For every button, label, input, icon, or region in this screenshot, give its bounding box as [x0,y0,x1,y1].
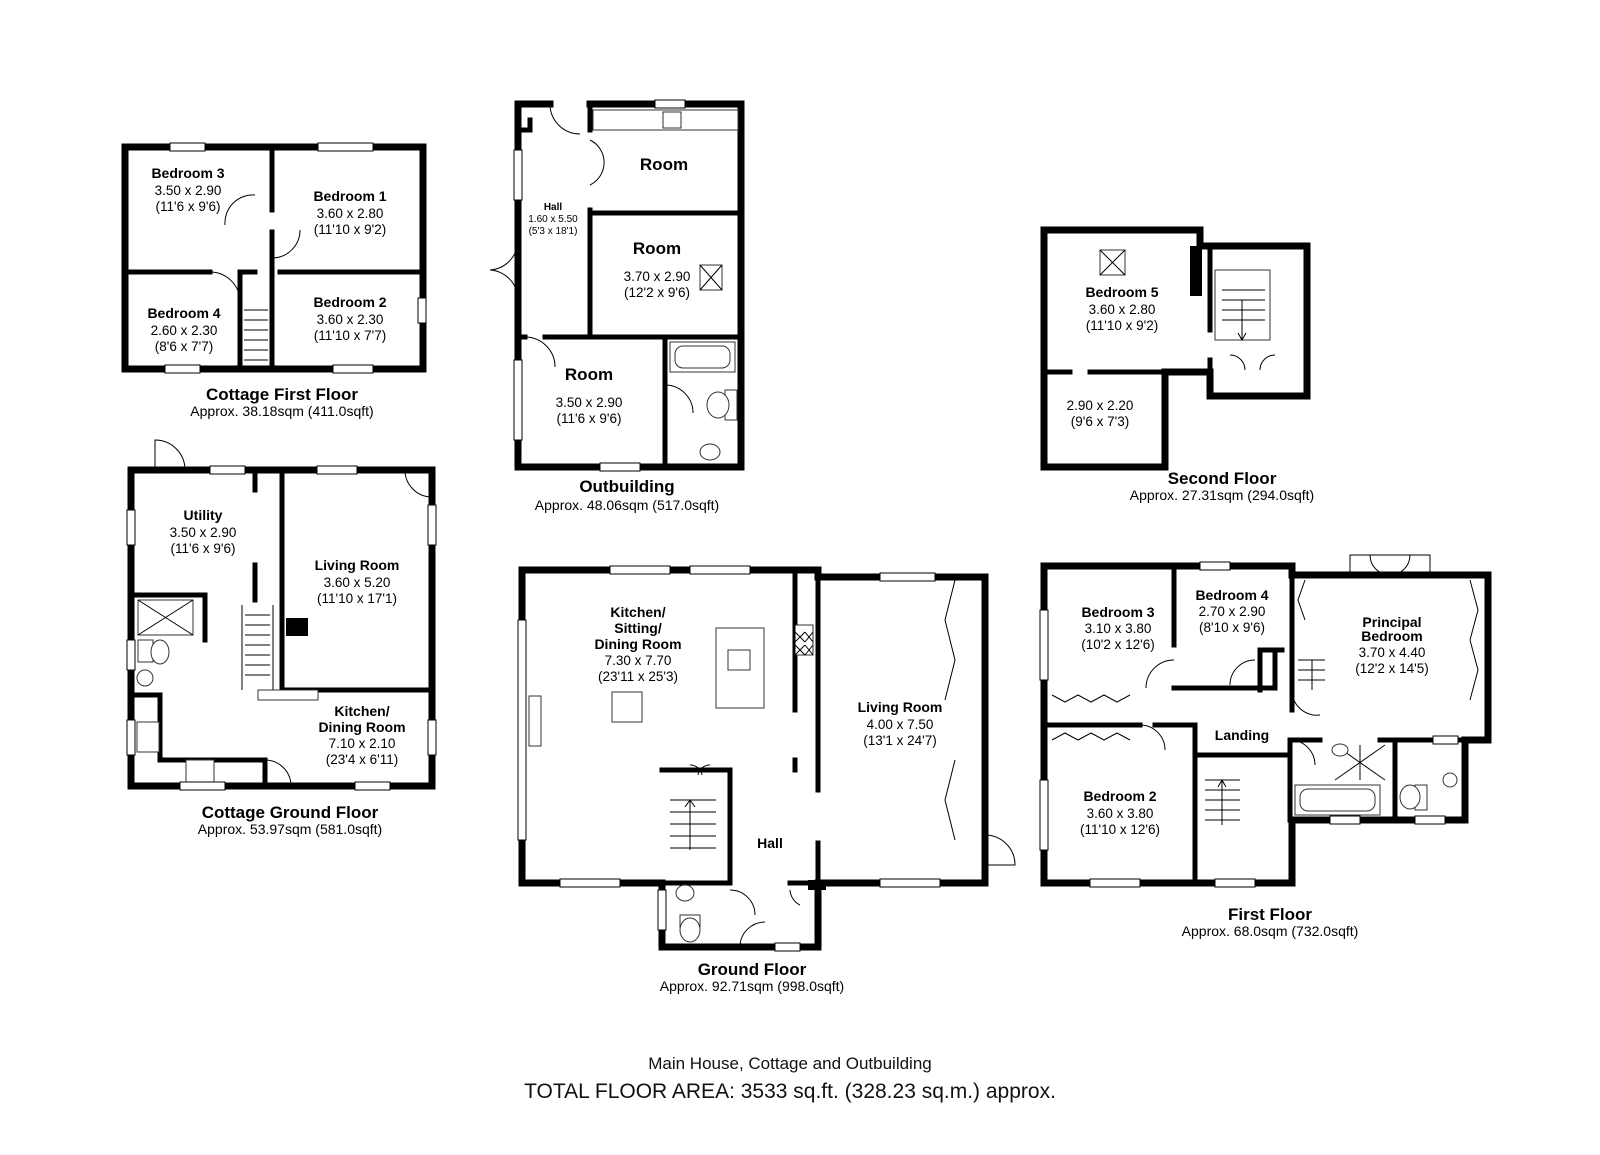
room-dim-m: 3.50 x 2.90 [556,395,623,410]
room-dim-ft: (11'10 x 9'2) [314,222,386,237]
plan-second-floor: Bedroom 5 3.60 x 2.80 (11'10 x 9'2) 2.90… [1040,226,1314,503]
plan-cottage-first-floor: Bedroom 3 3.50 x 2.90 (11'6 x 9'6) Bedro… [121,142,427,419]
room-dim-m: 3.50 x 2.90 [170,525,237,540]
room-dim-ft: (11'6 x 9'6) [156,199,221,214]
room-dim-m: 3.50 x 2.90 [155,183,222,198]
room-name: Bedroom 5 [1085,284,1158,300]
room-name-line2: Dining Room [318,719,405,735]
room-name: Utility [184,507,223,523]
room-dim-m: 2.60 x 2.30 [151,323,218,338]
room-name: Hall [544,202,563,213]
room-dim-m: 7.10 x 2.10 [329,736,396,751]
room-name: Principal [1362,614,1421,630]
room-dim-ft: (9'6 x 7'3) [1071,414,1129,429]
room-name: Landing [1215,727,1269,743]
room-name: Bedroom 1 [313,188,386,204]
room-dim-ft: (8'10 x 9'6) [1199,620,1265,635]
room-name: Living Room [858,699,943,715]
room-name: Living Room [315,557,400,573]
room-dim-ft: (10'2 x 12'6) [1081,637,1154,652]
room-name: Room [640,155,688,174]
room-name: Bedroom 2 [313,294,386,310]
floor-title: Second Floor [1168,469,1277,488]
plan-cottage-ground-floor: Utility 3.50 x 2.90 (11'6 x 9'6) Living … [126,439,437,837]
footer-total-area: TOTAL FLOOR AREA: 3533 sq.ft. (328.23 sq… [524,1080,1056,1103]
room-dim-ft: (23'4 x 6'11) [326,752,398,767]
room-dim-ft: (12'2 x 9'6) [624,285,690,300]
room-dim-m: 3.10 x 3.80 [1085,621,1152,636]
floor-area: Approx. 27.31sqm (294.0sqft) [1130,487,1314,503]
room-name-line2: Sitting/ [614,620,662,636]
room-dim-m: 4.00 x 7.50 [867,717,934,732]
room-dim-m: 3.60 x 2.30 [317,312,384,327]
floor-area: Approx. 48.06sqm (517.0sqft) [535,497,719,513]
room-name-line2: Bedroom [1361,628,1422,644]
floor-area: Approx. 92.71sqm (998.0sqft) [660,978,844,994]
plan-outbuilding: Room Room 3.70 x 2.90 (12'2 x 9'6) Room … [489,99,745,513]
footer-subtitle: Main House, Cottage and Outbuilding [648,1054,932,1073]
room-dim-m: 3.60 x 2.80 [317,206,384,221]
room-dim-m: 2.90 x 2.20 [1067,398,1134,413]
room-name: Room [565,365,613,384]
plan-first-floor: Bedroom 3 3.10 x 3.80 (10'2 x 12'6) Bedr… [1039,554,1492,939]
floor-area: Approx. 38.18sqm (411.0sqft) [190,403,373,419]
room-dim-ft: (8'6 x 7'7) [155,339,213,354]
floor-title: Cottage Ground Floor [202,803,379,822]
floor-area: Approx. 53.97sqm (581.0sqft) [198,821,382,837]
room-name: Bedroom 4 [1195,587,1268,603]
room-dim-ft: (13'1 x 24'7) [863,733,936,748]
plan-ground-floor: Kitchen/ Sitting/ Dining Room 7.30 x 7.7… [517,565,1016,994]
floor-title: First Floor [1228,905,1312,924]
room-name: Bedroom 2 [1083,788,1156,804]
floor-title: Outbuilding [579,477,674,496]
room-dim-m: 7.30 x 7.70 [605,653,672,668]
room-dim-m: 3.70 x 2.90 [624,269,691,284]
room-name: Kitchen/ [610,604,665,620]
floor-title: Ground Floor [698,960,807,979]
room-name: Bedroom 3 [1081,604,1154,620]
room-dim-m: 3.60 x 3.80 [1087,806,1154,821]
room-dim-m: 3.60 x 5.20 [324,575,391,590]
room-dim-m: 3.60 x 2.80 [1089,302,1156,317]
room-dim-m: 3.70 x 4.40 [1359,645,1426,660]
floor-title: Cottage First Floor [206,385,358,404]
room-dim-ft: (11'10 x 17'1) [317,591,397,606]
room-dim-ft: (11'10 x 7'7) [314,328,386,343]
room-dim-ft: (11'6 x 9'6) [171,541,236,556]
room-dim-m: 2.70 x 2.90 [1199,604,1266,619]
room-dim-ft: (23'11 x 25'3) [598,669,678,684]
room-dim-ft: (11'10 x 9'2) [1086,318,1158,333]
room-name: Room [633,239,681,258]
room-dim-ft: (5'3 x 18'1) [529,226,578,237]
room-name: Hall [757,835,783,851]
room-dim-ft: (12'2 x 14'5) [1355,661,1428,676]
floor-area: Approx. 68.0sqm (732.0sqft) [1182,923,1359,939]
room-name: Bedroom 4 [147,305,220,321]
room-dim-m: 1.60 x 5.50 [528,214,578,225]
room-name: Bedroom 3 [151,165,224,181]
room-dim-ft: (11'6 x 9'6) [557,411,622,426]
room-name: Kitchen/ [334,703,389,719]
room-dim-ft: (11'10 x 12'6) [1080,822,1160,837]
room-name-line3: Dining Room [594,636,681,652]
